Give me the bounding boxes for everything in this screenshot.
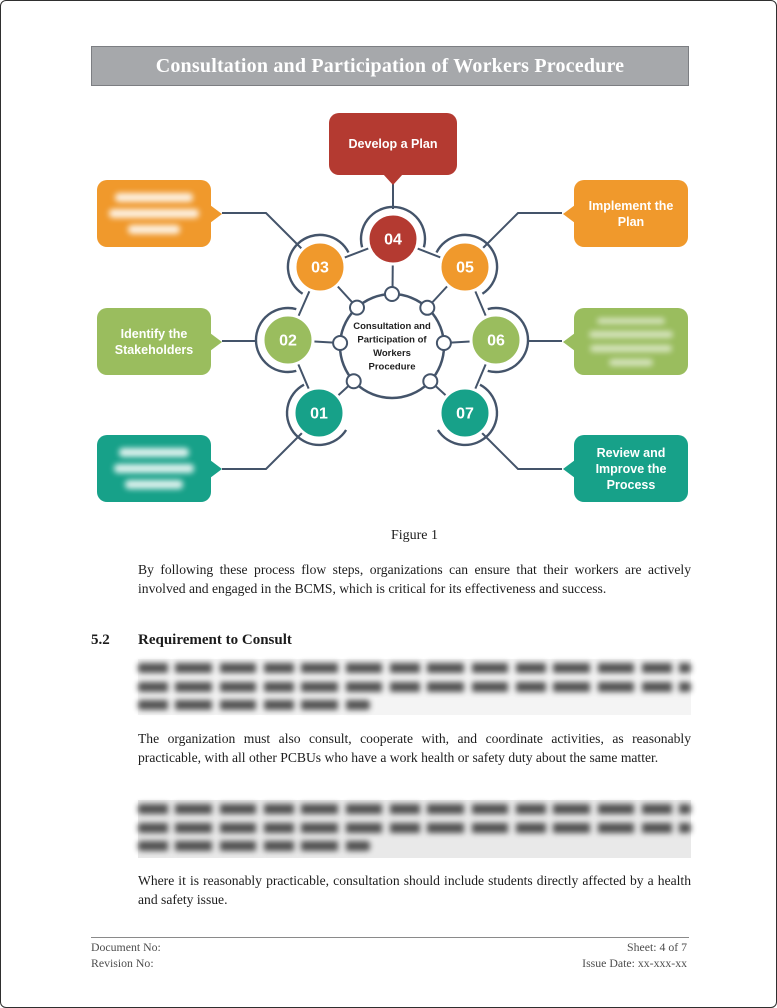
redacted-text-bar — [113, 464, 195, 473]
connector-step3 — [222, 212, 304, 251]
step-number-03: 03 — [311, 260, 329, 277]
redacted-text-line — [138, 700, 371, 711]
revision-no-label: Revision No: — [91, 955, 154, 970]
connector-step7 — [480, 431, 562, 470]
callout-label: Implement the Plan — [588, 198, 674, 229]
callout-implement-plan: Implement the Plan — [574, 180, 688, 247]
step-number-06: 06 — [487, 333, 505, 350]
callout-bottom-left-redacted — [97, 435, 211, 502]
hub-nodes — [332, 286, 452, 390]
page-title: Consultation and Participation of Worker… — [155, 54, 625, 77]
step-circle-07 — [438, 386, 492, 440]
connector-step5 — [480, 212, 562, 251]
figure-caption: Figure 1 — [390, 528, 439, 543]
footer-right: Sheet: 4 of 7 Issue Date: xx-xxx-xx — [582, 940, 687, 971]
paragraph-2: The organization must also consult, coop… — [138, 731, 691, 765]
hub-label: Consultation and Participation of Worker… — [353, 321, 431, 373]
step-circle-04 — [366, 212, 420, 266]
callout-identify-stakeholders: Identify the Stakeholders — [97, 308, 211, 375]
redacted-text-bar — [114, 193, 194, 202]
section-number: 5.2 — [91, 632, 110, 648]
callout-mid-right-redacted — [574, 308, 688, 375]
step-number-04: 04 — [384, 232, 402, 249]
step-number-07: 07 — [456, 406, 474, 423]
step-number-05: 05 — [456, 260, 474, 277]
process-diagram: 01 02 03 04 05 06 07 Consultation and Pa… — [222, 183, 562, 470]
title-banner: Consultation and Participation of Worker… — [91, 46, 689, 86]
redacted-text-bar — [127, 225, 181, 234]
step-circle-01 — [292, 386, 346, 440]
step-crescents — [254, 205, 530, 447]
redacted-paragraph-2 — [138, 800, 691, 858]
redacted-text-line — [138, 681, 691, 692]
sheet-number: Sheet: 4 of 7 — [627, 940, 687, 954]
svg-text:Participation of: Participation of — [357, 335, 427, 346]
document-no-label: Document No: — [91, 940, 161, 954]
redacted-text-bar — [588, 331, 674, 338]
svg-text:Workers: Workers — [373, 348, 411, 359]
svg-text:Procedure: Procedure — [369, 362, 416, 373]
redacted-text-bar — [589, 345, 673, 352]
redacted-text-bar — [108, 209, 200, 218]
step-number-02: 02 — [279, 333, 297, 350]
callout-develop-plan: Develop a Plan — [329, 113, 457, 175]
issue-date: Issue Date: xx-xxx-xx — [582, 955, 687, 970]
footer-left: Document No: Revision No: — [91, 940, 161, 971]
redacted-text-line — [138, 804, 691, 814]
redacted-paragraph-1 — [138, 659, 691, 715]
footer-divider — [91, 937, 689, 938]
callout-review-improve: Review and Improve the Process — [574, 435, 688, 502]
callout-label: Review and Improve the Process — [595, 445, 667, 492]
section-title: Requirement to Consult — [138, 632, 292, 648]
step-circle-06 — [469, 313, 523, 367]
step-circle-03 — [293, 240, 347, 294]
redacted-text-line — [138, 822, 691, 833]
callout-label: Develop a Plan — [348, 137, 438, 151]
step-number-01: 01 — [310, 406, 328, 423]
redacted-text-bar — [119, 448, 189, 457]
redacted-text-line — [138, 663, 691, 673]
callout-top-left-redacted — [97, 180, 211, 247]
paragraph-3: Where it is reasonably practicable, cons… — [138, 873, 691, 907]
callout-label: Identify the Stakeholders — [114, 326, 194, 357]
paragraph-1: By following these process flow steps, o… — [138, 562, 691, 596]
svg-text:Consultation and: Consultation and — [353, 321, 431, 332]
redacted-text-line — [138, 841, 371, 852]
step-circle-02 — [261, 313, 315, 367]
connector-step1 — [222, 431, 304, 470]
redacted-text-bar — [608, 358, 654, 366]
step-circle-05 — [438, 240, 492, 294]
redacted-text-bar — [125, 480, 183, 489]
redacted-text-bar — [597, 317, 665, 325]
